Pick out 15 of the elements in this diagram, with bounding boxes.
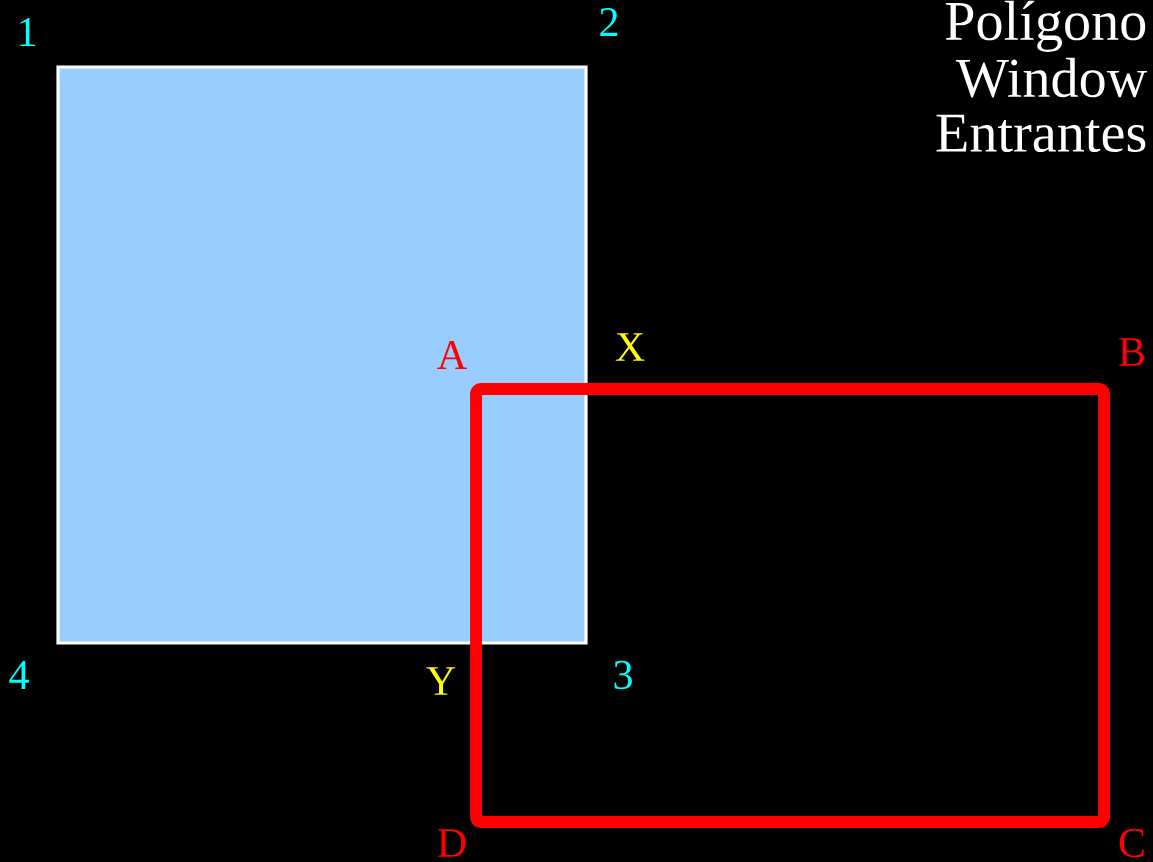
vertex-letter: A (437, 341, 467, 369)
rectangle-shape (470, 383, 1110, 828)
vertex-letter: B (1119, 338, 1145, 366)
vertex-number: 2 (600, 8, 618, 36)
intersection-letter: Y (426, 667, 456, 695)
square-shape (56, 65, 588, 645)
vertex-letter: D (438, 829, 466, 857)
vertex-number: 4 (9, 661, 29, 689)
vertex-letter: C (1119, 828, 1144, 858)
title-line: Window (955, 57, 1148, 98)
title-line: Entrantes (936, 114, 1146, 153)
vertex-number: 3 (614, 660, 632, 690)
title-line: Polígono (945, 0, 1146, 52)
vertex-number: 1 (20, 18, 36, 46)
intersection-letter: X (615, 333, 645, 361)
